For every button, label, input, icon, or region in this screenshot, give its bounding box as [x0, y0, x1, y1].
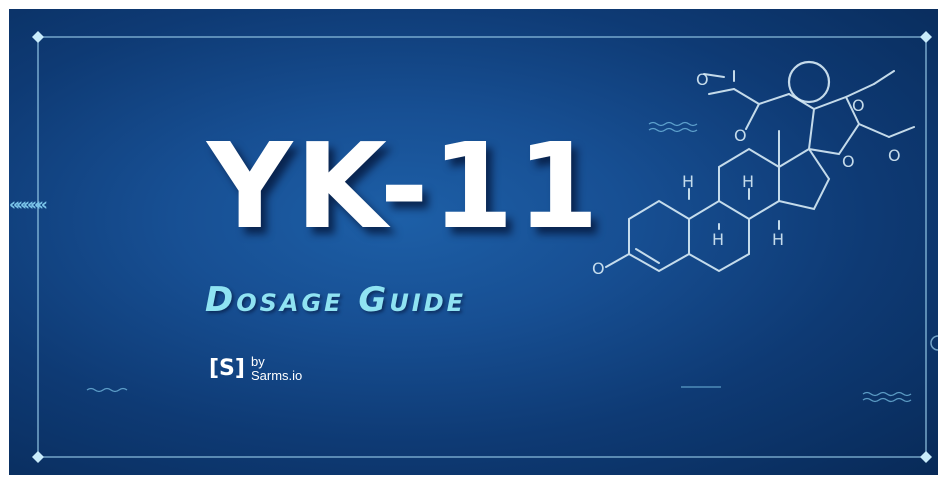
svg-text:O: O	[852, 96, 865, 115]
svg-text:H: H	[682, 172, 694, 191]
brand-by: by	[250, 354, 265, 369]
diamond-icon	[32, 31, 44, 43]
brand-logo: [S]	[209, 355, 245, 381]
svg-text:O: O	[696, 70, 709, 89]
diamond-icon	[32, 451, 44, 463]
molecule-structure-icon: O H H H H O O O O O	[592, 60, 915, 278]
svg-text:O: O	[842, 152, 855, 171]
svg-text:O: O	[592, 259, 605, 278]
brand-name: Sarms.io	[250, 367, 303, 383]
brand[interactable]: [S] by Sarms.io	[209, 355, 302, 382]
page-title: YK-11	[207, 117, 602, 255]
wave-icon	[86, 121, 912, 403]
diamond-icon	[920, 451, 932, 463]
subtitle: Dosage Guide	[205, 280, 467, 320]
chevron-left-icon: «««««	[9, 195, 48, 215]
svg-text:O: O	[888, 146, 901, 165]
banner: «««««	[9, 9, 938, 475]
brand-text: by Sarms.io	[251, 355, 302, 382]
svg-text:H: H	[742, 172, 754, 191]
frame-border	[32, 31, 938, 463]
diamond-icon	[920, 31, 932, 43]
svg-text:H: H	[772, 230, 784, 249]
svg-text:H: H	[712, 230, 724, 249]
svg-text:O: O	[734, 126, 747, 145]
